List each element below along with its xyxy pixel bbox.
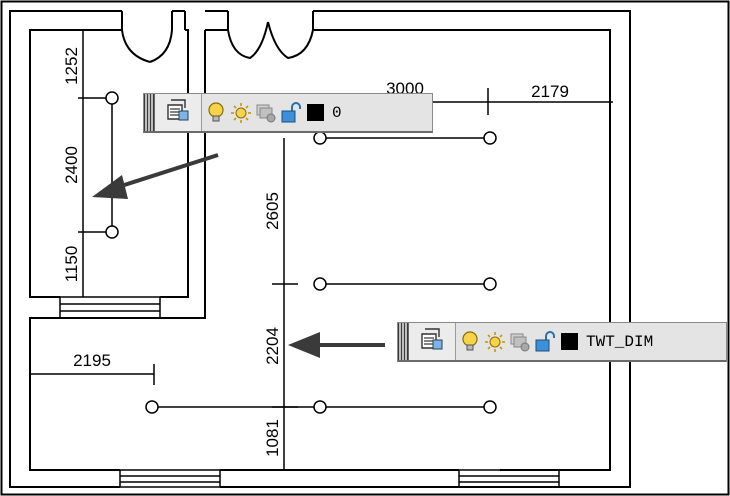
dim-2605[interactable]: 2605 — [263, 192, 282, 230]
freeze-viewport-icon[interactable] — [509, 330, 531, 354]
dim-2179[interactable]: 2179 — [531, 82, 569, 101]
dim-2400[interactable]: 2400 — [62, 146, 81, 184]
dimension-node-circles — [105, 91, 497, 414]
layer-name[interactable]: 0 — [332, 103, 342, 122]
layer-properties-icon — [419, 326, 445, 357]
bulb-on-icon[interactable] — [459, 330, 481, 354]
dim-1081[interactable]: 1081 — [263, 419, 282, 457]
toolbar-grip[interactable] — [144, 94, 155, 131]
unlock-icon[interactable] — [280, 101, 302, 125]
sun-icon[interactable] — [484, 330, 506, 354]
layer-name[interactable]: TWT_DIM — [586, 332, 654, 351]
door-swings — [121, 21, 314, 63]
windows — [59, 296, 560, 488]
dim-2204[interactable]: 2204 — [263, 327, 282, 365]
dim-1150[interactable]: 1150 — [62, 246, 81, 283]
layer-properties-button[interactable] — [409, 323, 456, 360]
layer-toolbar-1[interactable]: 0 — [143, 93, 433, 133]
layer-properties-button[interactable] — [155, 94, 202, 131]
layer-color-swatch — [561, 333, 578, 350]
annotation-arrow-1 — [92, 153, 219, 199]
toolbar-grip[interactable] — [398, 323, 409, 360]
layer-color-swatch — [307, 104, 324, 121]
dim-1252[interactable]: 1252 — [62, 47, 81, 85]
annotation-arrow-2 — [288, 332, 385, 358]
unlock-icon[interactable] — [534, 330, 556, 354]
sun-icon[interactable] — [230, 101, 252, 125]
layer-properties-icon — [165, 97, 191, 128]
dim-2195[interactable]: 2195 — [73, 351, 111, 370]
layer-toolbar-2[interactable]: TWT_DIM — [397, 322, 727, 362]
freeze-viewport-icon[interactable] — [255, 101, 277, 125]
bulb-on-icon[interactable] — [205, 101, 227, 125]
